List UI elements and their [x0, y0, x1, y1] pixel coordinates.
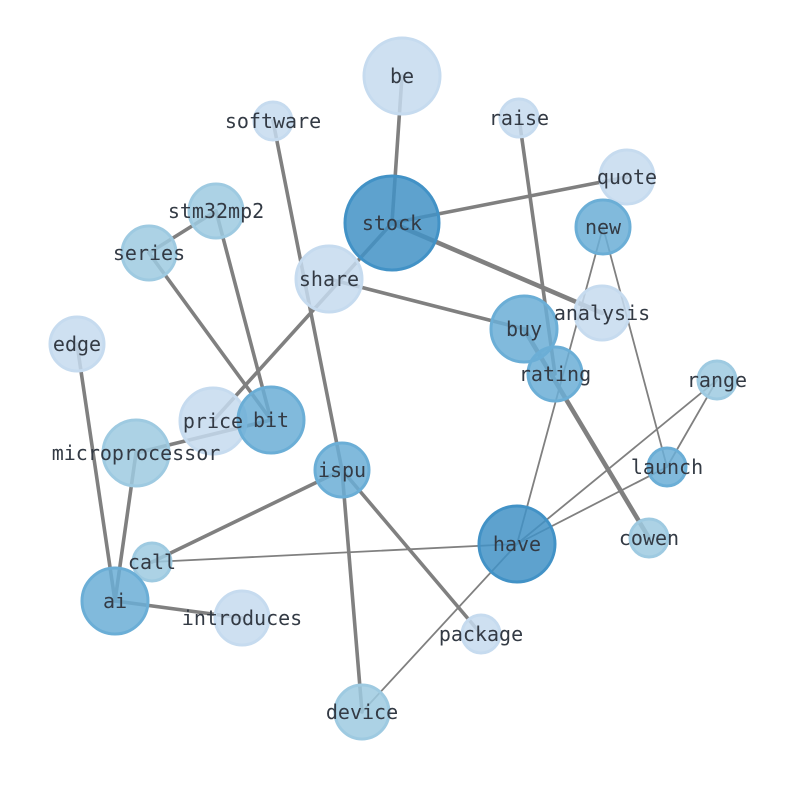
node-new — [574, 198, 632, 256]
edge-stm32mp2-bit — [214, 209, 273, 422]
node-label-raise: raise — [489, 106, 549, 130]
node-label-microprocessor: microprocessor — [52, 441, 221, 465]
node-label-have: have — [493, 532, 541, 556]
edge-ispu-package — [340, 468, 483, 636]
node-share — [294, 244, 364, 314]
node-launch — [646, 446, 688, 488]
node-edge — [48, 315, 106, 373]
node-label-software: software — [225, 109, 321, 133]
node-stock — [343, 174, 441, 272]
node-label-device: device — [326, 700, 398, 724]
node-analysis — [573, 284, 631, 342]
node-label-analysis: analysis — [554, 301, 650, 325]
node-label-rating: rating — [519, 362, 591, 386]
node-label-share: share — [299, 267, 359, 291]
node-label-package: package — [439, 622, 523, 646]
node-label-buy: buy — [506, 317, 542, 341]
node-introduces — [213, 589, 271, 647]
node-bit — [236, 385, 306, 455]
node-range — [696, 359, 738, 401]
edge-ispu-call — [150, 468, 344, 564]
node-quote — [598, 148, 656, 206]
node-ispu — [313, 441, 371, 499]
node-stm32mp2 — [187, 182, 245, 240]
node-label-be: be — [390, 64, 414, 88]
node-cowen — [628, 517, 670, 559]
node-layer — [48, 36, 738, 741]
node-label-introduces: introduces — [182, 606, 302, 630]
node-label-bit: bit — [253, 408, 289, 432]
label-layer: be software raise quote stm32mp2 stock new seri… — [52, 64, 747, 724]
node-label-call: call — [128, 550, 176, 574]
node-buy — [489, 294, 559, 364]
node-label-price: price — [183, 409, 243, 433]
node-series — [120, 224, 178, 282]
node-ai — [80, 566, 150, 636]
node-software — [252, 100, 294, 142]
node-be — [362, 36, 442, 116]
node-raise — [498, 97, 540, 139]
node-label-quote: quote — [597, 165, 657, 189]
node-package — [460, 613, 502, 655]
node-label-new: new — [585, 215, 622, 239]
edge-range-have — [516, 379, 718, 545]
edge-ispu-device — [340, 468, 364, 714]
node-label-range: range — [687, 368, 747, 392]
edge-edge-ai — [75, 342, 117, 603]
node-call — [131, 541, 173, 583]
node-label-ai: ai — [103, 589, 127, 613]
edge-call-have — [151, 543, 518, 563]
node-label-launch: launch — [631, 455, 703, 479]
node-label-stock: stock — [362, 211, 422, 235]
node-label-edge: edge — [53, 332, 101, 356]
node-rating — [526, 345, 584, 403]
node-label-stm32mp2: stm32mp2 — [168, 199, 264, 223]
node-label-ispu: ispu — [318, 458, 366, 482]
edge-new-launch — [602, 226, 668, 468]
node-label-series: series — [113, 241, 185, 265]
node-have — [477, 504, 557, 584]
node-microprocessor — [101, 418, 171, 488]
node-label-cowen: cowen — [619, 526, 679, 550]
node-device — [333, 683, 391, 741]
